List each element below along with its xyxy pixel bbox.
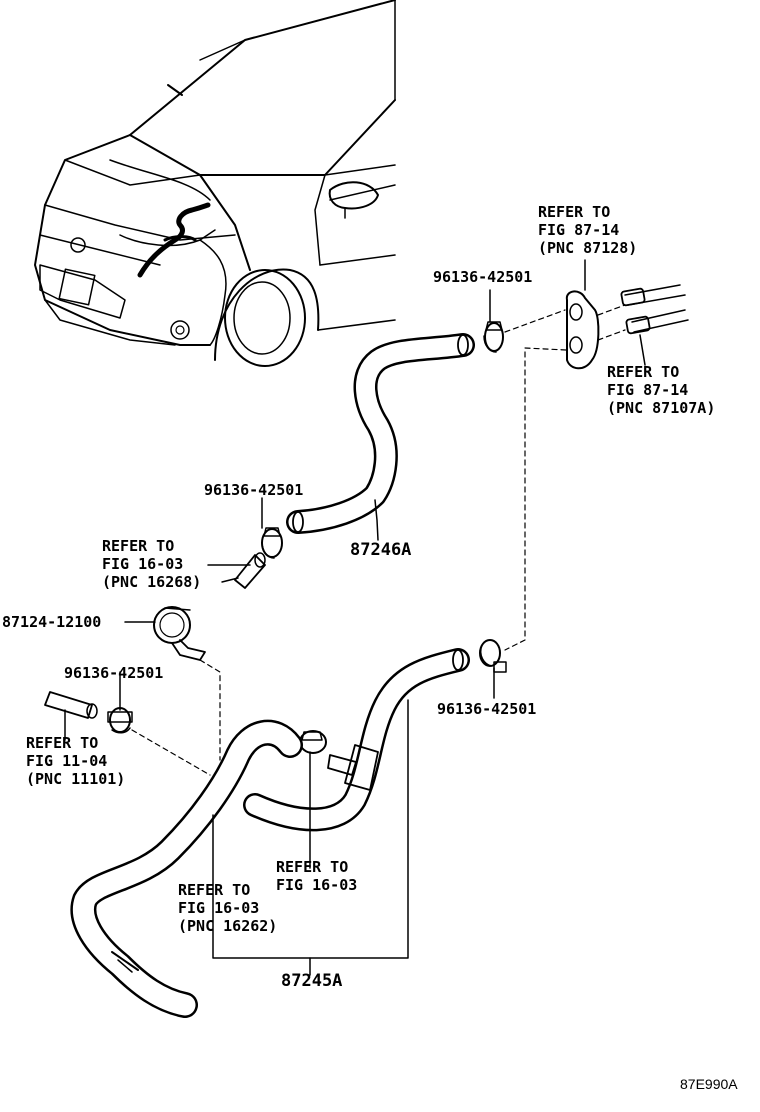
ref-fig-87-14-pnc-87107a: REFER TO FIG 87-14 (PNC 87107A) xyxy=(607,363,715,417)
ref-line3: (PNC 87128) xyxy=(538,239,638,257)
car-illustration xyxy=(34,0,396,367)
ref-fig-87-14-pnc-87128: REFER TO FIG 87-14 (PNC 87128) xyxy=(538,203,637,257)
ref-line2: FIG 87-14 xyxy=(538,221,620,239)
hose-union-87128 xyxy=(565,290,600,370)
clamp-label-top: 96136-42501 xyxy=(433,268,533,286)
clamp-label-left: 96136-42501 xyxy=(64,664,164,682)
clamp-label-right: 96136-42501 xyxy=(437,700,537,718)
ref-line1: REFER TO xyxy=(26,734,99,752)
clamp-label-middle: 96136-42501 xyxy=(204,481,304,499)
part-number-87124-12100: 87124-12100 xyxy=(2,613,102,631)
ref-fig-16-03: REFER TO FIG 16-03 xyxy=(276,858,357,894)
ref-line2: FIG 16-03 xyxy=(276,876,358,894)
ref-line3: (PNC 16262) xyxy=(178,917,278,935)
ref-line1: REFER TO xyxy=(538,203,611,221)
part-number-87245a: 87245A xyxy=(281,971,343,991)
hose-87246a xyxy=(286,333,475,534)
ref-fig-16-03-pnc-16262: REFER TO FIG 16-03 (PNC 16262) xyxy=(178,881,277,935)
part-number-87246a: 87246A xyxy=(350,540,412,560)
ref-line3: (PNC 87107A) xyxy=(607,399,716,417)
ref-fig-11-04-pnc-11101: REFER TO FIG 11-04 (PNC 11101) xyxy=(26,734,125,788)
diagram-id: 87E990A xyxy=(680,1076,738,1092)
ref-line3: (PNC 11101) xyxy=(26,770,126,788)
pipes-87107a xyxy=(620,284,689,335)
ref-line1: REFER TO xyxy=(102,537,175,555)
ref-line1: REFER TO xyxy=(276,858,349,876)
hose-87245a-left xyxy=(70,719,303,1018)
hose-87245a-right xyxy=(243,648,470,832)
clip-87124-12100 xyxy=(153,606,206,661)
ref-line2: FIG 87-14 xyxy=(607,381,689,399)
clamp-left xyxy=(107,707,133,734)
clamp-top xyxy=(483,321,504,353)
ref-fig-16-03-pnc-16268: REFER TO FIG 16-03 (PNC 16268) xyxy=(102,537,201,591)
clamp-right xyxy=(479,639,507,673)
ref-line2: FIG 16-03 xyxy=(102,555,184,573)
fitting-11101 xyxy=(44,691,98,719)
ref-line1: REFER TO xyxy=(607,363,680,381)
fitting-16268 xyxy=(234,552,266,589)
ref-line1: REFER TO xyxy=(178,881,251,899)
clamp-middle xyxy=(261,527,283,559)
ref-line3: (PNC 16268) xyxy=(102,573,202,591)
clamp-center xyxy=(299,730,327,754)
ref-line2: FIG 11-04 xyxy=(26,752,108,770)
ref-line2: FIG 16-03 xyxy=(178,899,260,917)
